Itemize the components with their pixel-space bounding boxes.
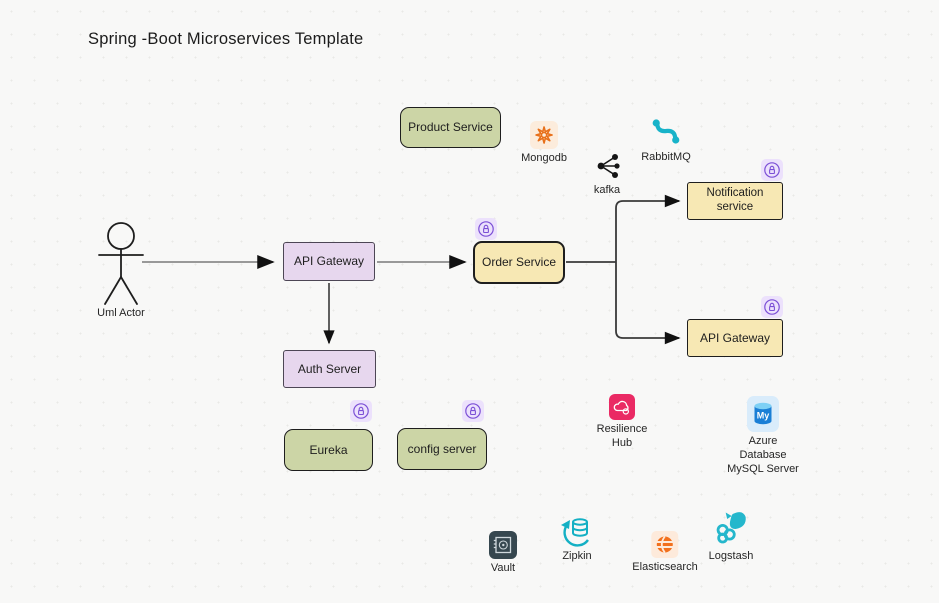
icon-group-zipkin[interactable]: Zipkin (559, 511, 595, 564)
svg-text:My: My (757, 411, 770, 421)
lock-icon (462, 400, 484, 422)
kafka-label: kafka (593, 184, 621, 196)
node-api-gateway-left[interactable]: API Gateway (283, 242, 375, 281)
icon-group-logstash[interactable]: Logstash (708, 507, 754, 564)
zipkin-icon (559, 511, 595, 547)
stick-figure-icon (88, 221, 154, 305)
node-api-gateway-right[interactable]: API Gateway (687, 319, 783, 357)
rabbitmq-icon (648, 115, 684, 148)
node-config-server-label: config server (407, 441, 477, 456)
node-order-service[interactable]: Order Service (473, 241, 565, 284)
azure-mysql-label: Azure Database MySQL Server (727, 435, 799, 475)
arrow-order-to-api-gateway-right (615, 262, 681, 345)
node-notification-service-label: Notification service (706, 187, 764, 213)
lock-badge-order-service[interactable] (475, 218, 497, 240)
diagram-title[interactable]: Spring -Boot Microservices Template (88, 30, 364, 48)
mongodb-label: Mongodb (521, 152, 567, 164)
uml-actor-label: Uml Actor (97, 307, 145, 319)
icon-group-kafka[interactable]: kafka (592, 151, 622, 198)
node-auth-server-label: Auth Server (297, 361, 362, 376)
node-eureka-label: Eureka (309, 442, 348, 457)
icon-group-rabbitmq[interactable]: RabbitMQ (641, 115, 691, 165)
icon-group-resilience-hub[interactable]: Resilience Hub (591, 394, 653, 451)
node-product-service[interactable]: Product Service (400, 107, 501, 148)
node-api-gateway-left-label: API Gateway (293, 254, 365, 269)
icon-group-vault[interactable]: Vault (489, 531, 517, 576)
vault-label: Vault (490, 562, 516, 574)
lock-badge-config-server[interactable] (462, 400, 484, 422)
resilience-hub-label: Resilience Hub (596, 423, 648, 449)
node-order-service-label: Order Service (481, 255, 557, 270)
icon-group-elasticsearch[interactable]: Elasticsearch (632, 531, 698, 575)
lock-badge-notification-service[interactable] (761, 159, 783, 181)
resilience-hub-icon (609, 394, 635, 420)
node-auth-server[interactable]: Auth Server (283, 350, 376, 388)
node-notification-service[interactable]: Notification service (687, 182, 783, 220)
logstash-label: Logstash (708, 550, 754, 562)
uml-actor[interactable]: Uml Actor (88, 221, 154, 319)
node-eureka[interactable]: Eureka (284, 429, 373, 471)
node-api-gateway-right-label: API Gateway (699, 330, 771, 345)
rabbitmq-label: RabbitMQ (641, 151, 691, 163)
icon-group-mongodb[interactable]: Mongodb (521, 121, 567, 166)
vault-icon (489, 531, 517, 559)
lock-icon (350, 400, 372, 422)
lock-badge-api-gateway-right[interactable] (761, 296, 783, 318)
zipkin-label: Zipkin (562, 550, 592, 562)
elasticsearch-label: Elasticsearch (632, 561, 698, 573)
lock-icon (761, 296, 783, 318)
kafka-icon (592, 151, 622, 181)
node-config-server[interactable]: config server (397, 428, 487, 470)
mongodb-icon (530, 121, 558, 149)
logstash-icon (711, 507, 751, 547)
lock-icon (761, 159, 783, 181)
azure-mysql-icon: My (747, 396, 779, 432)
icon-group-azure-mysql[interactable]: My Azure Database MySQL Server (724, 396, 802, 476)
elasticsearch-icon (651, 531, 679, 558)
node-product-service-label: Product Service (408, 120, 493, 135)
lock-badge-eureka[interactable] (350, 400, 372, 422)
lock-icon (475, 218, 497, 240)
arrow-order-to-notification-service (615, 194, 681, 262)
